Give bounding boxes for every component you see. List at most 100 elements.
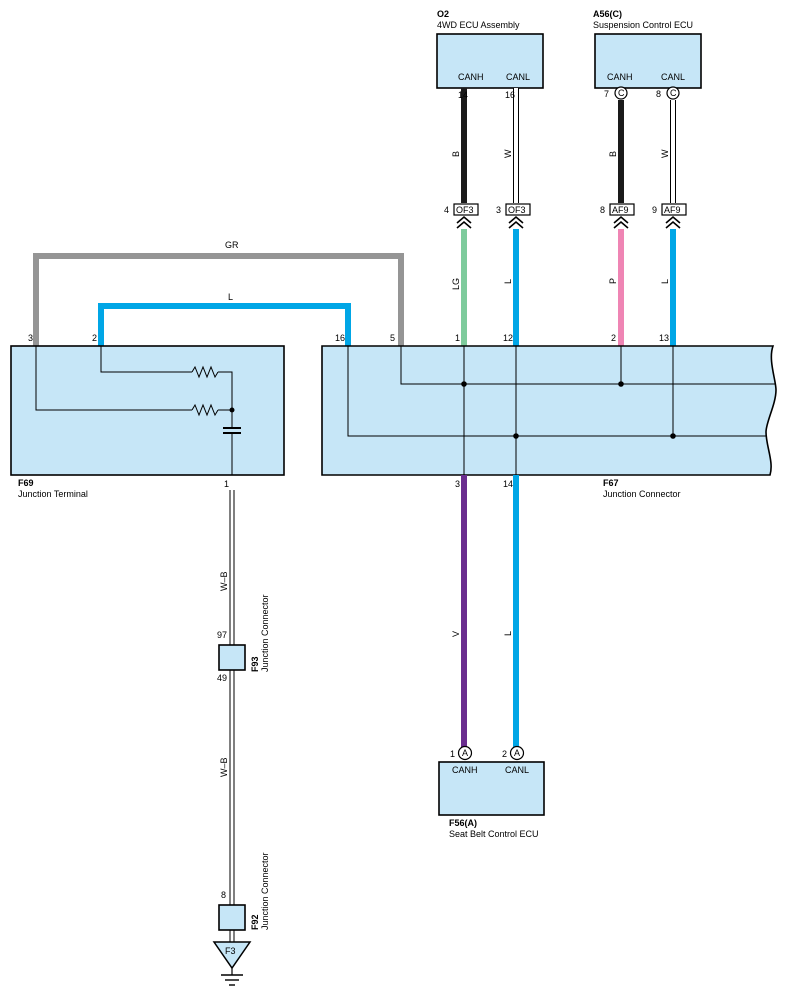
label-a56-canl-color: W — [660, 149, 670, 158]
wire-gr-loop — [33, 253, 404, 346]
af9-left-box — [609, 203, 635, 216]
f69-trace-upper — [100, 346, 192, 373]
component-f92[interactable]: 8 F92 Junction Connector — [218, 852, 270, 931]
f93-pin-49: 49 — [217, 673, 227, 683]
f69-junction-dot — [229, 407, 235, 413]
a56-pin-letter-canh: C — [618, 88, 625, 98]
f92-code: F92 — [250, 914, 260, 930]
f67-name: Junction Connector — [603, 489, 681, 499]
af9-pin-9: 9 — [652, 205, 657, 215]
f67-pin-1: 1 — [455, 333, 460, 343]
o2-box[interactable] — [436, 33, 544, 89]
f67-pin-13: 13 — [659, 333, 669, 343]
f56-pin-num-canl: 2 — [502, 749, 507, 759]
f56-pin-canl: CANL — [505, 765, 529, 775]
af9-label-right: AF9 — [664, 205, 681, 215]
a56-pin-canh: CANH — [607, 72, 633, 82]
of3-pin-4: 4 — [444, 205, 449, 215]
f67-code: F67 — [603, 478, 619, 488]
label-wire-v: V — [451, 631, 461, 637]
of3-right-box — [505, 203, 531, 216]
label-o2-canl-color: W — [503, 149, 513, 158]
f69-code: F69 — [18, 478, 34, 488]
af9-right-box — [661, 203, 687, 216]
f67-pin-3: 3 — [455, 479, 460, 489]
f93-code: F93 — [250, 656, 260, 672]
label-wire-l-top: L — [228, 292, 233, 302]
f69-name: Junction Terminal — [18, 489, 88, 499]
a56-pin-circle-canl — [666, 86, 680, 100]
f92-pin-8: 8 — [221, 890, 226, 900]
o2-pin-canl: CANL — [506, 72, 530, 82]
f67-dot-2 — [618, 381, 624, 387]
connector-chevrons — [456, 215, 681, 229]
label-wire-l-f56: L — [503, 631, 513, 636]
component-f56[interactable]: 1 A 2 A CANH CANL F56(A) Seat Belt Contr… — [438, 745, 545, 840]
of3-label-right: OF3 — [508, 205, 526, 215]
a56-box[interactable] — [594, 33, 702, 89]
inline-connector-of3[interactable]: 4 OF3 3 OF3 — [444, 203, 531, 216]
f67-pin-2: 2 — [611, 333, 616, 343]
of3-label-left: OF3 — [456, 205, 474, 215]
component-f69[interactable]: 3 2 F69 Junction Terminal 1 — [10, 333, 285, 499]
f67-pin-12: 12 — [503, 333, 513, 343]
label-wire-p: P — [608, 278, 618, 284]
f67-pin-14: 14 — [503, 479, 513, 489]
label-wire-wb-upper: W–B — [219, 571, 229, 591]
inline-connector-af9[interactable]: 8 AF9 9 AF9 — [600, 203, 687, 216]
f56-pin-num-canh: 1 — [450, 749, 455, 759]
f67-pin-16: 16 — [335, 333, 345, 343]
f69-resistor-lower — [191, 403, 219, 417]
o2-name: 4WD ECU Assembly — [437, 20, 520, 30]
f92-name: Junction Connector — [260, 852, 270, 930]
label-wire-l-af9: L — [660, 279, 670, 284]
f93-name: Junction Connector — [260, 594, 270, 672]
f67-pin-5: 5 — [390, 333, 395, 343]
component-a56[interactable]: A56(C) Suspension Control ECU CANH CANL — [593, 9, 702, 89]
af9-label-left: AF9 — [612, 205, 629, 215]
label-wire-lg: LG — [451, 278, 461, 290]
ground-triangle — [212, 941, 252, 970]
f93-box[interactable] — [218, 644, 246, 671]
component-f67[interactable]: 16 5 1 12 2 13 3 14 F67 Junction Connect… — [321, 333, 777, 499]
f67-dot-1 — [461, 381, 467, 387]
ground-symbol: F3 — [212, 941, 252, 986]
f92-box[interactable] — [218, 904, 246, 931]
f67-dot-3 — [513, 433, 519, 439]
of3-left-box — [453, 203, 479, 216]
f67-box[interactable] — [321, 345, 777, 476]
a56-name: Suspension Control ECU — [593, 20, 693, 30]
f56-code: F56(A) — [449, 818, 477, 828]
f69-pin-1: 1 — [224, 479, 229, 489]
f56-pin-circle-canh — [457, 745, 473, 761]
upper-wires — [461, 88, 676, 203]
a56-pin-letter-canl: C — [670, 88, 677, 98]
f56-pin-canh: CANH — [452, 765, 478, 775]
of3-pin-3: 3 — [496, 205, 501, 215]
a56-pin-circle-canh — [614, 86, 628, 100]
f56-name: Seat Belt Control ECU — [449, 829, 539, 839]
a56-pin-num-canl: 8 — [656, 89, 661, 99]
o2-pin-canh: CANH — [458, 72, 484, 82]
component-f93[interactable]: 97 49 F93 Junction Connector — [217, 594, 270, 683]
ground-label: F3 — [225, 946, 236, 956]
a56-pins: 7 C 8 C — [604, 86, 680, 100]
f67-bus-canl — [347, 346, 766, 437]
a56-pin-canl: CANL — [661, 72, 685, 82]
f69-resistor-upper — [191, 365, 219, 379]
f56-pin-letter-canl: A — [514, 748, 520, 758]
f56-pin-circle-canl — [509, 745, 525, 761]
a56-pin-num-canh: 7 — [604, 89, 609, 99]
label-wire-l-of3: L — [503, 279, 513, 284]
o2-code: O2 — [437, 9, 449, 19]
f69-trace-lower — [35, 346, 192, 411]
f67-dot-4 — [670, 433, 676, 439]
component-o2[interactable]: O2 4WD ECU Assembly CANH CANL — [436, 9, 544, 89]
wire-l-loop — [98, 303, 351, 346]
label-o2-canh-color: B — [451, 151, 461, 157]
o2-pin-num-canh: 14 — [458, 90, 468, 100]
o2-pin-num-canl: 16 — [505, 90, 515, 100]
f56-pin-letter-canh: A — [462, 748, 468, 758]
f56-box[interactable] — [438, 761, 545, 816]
